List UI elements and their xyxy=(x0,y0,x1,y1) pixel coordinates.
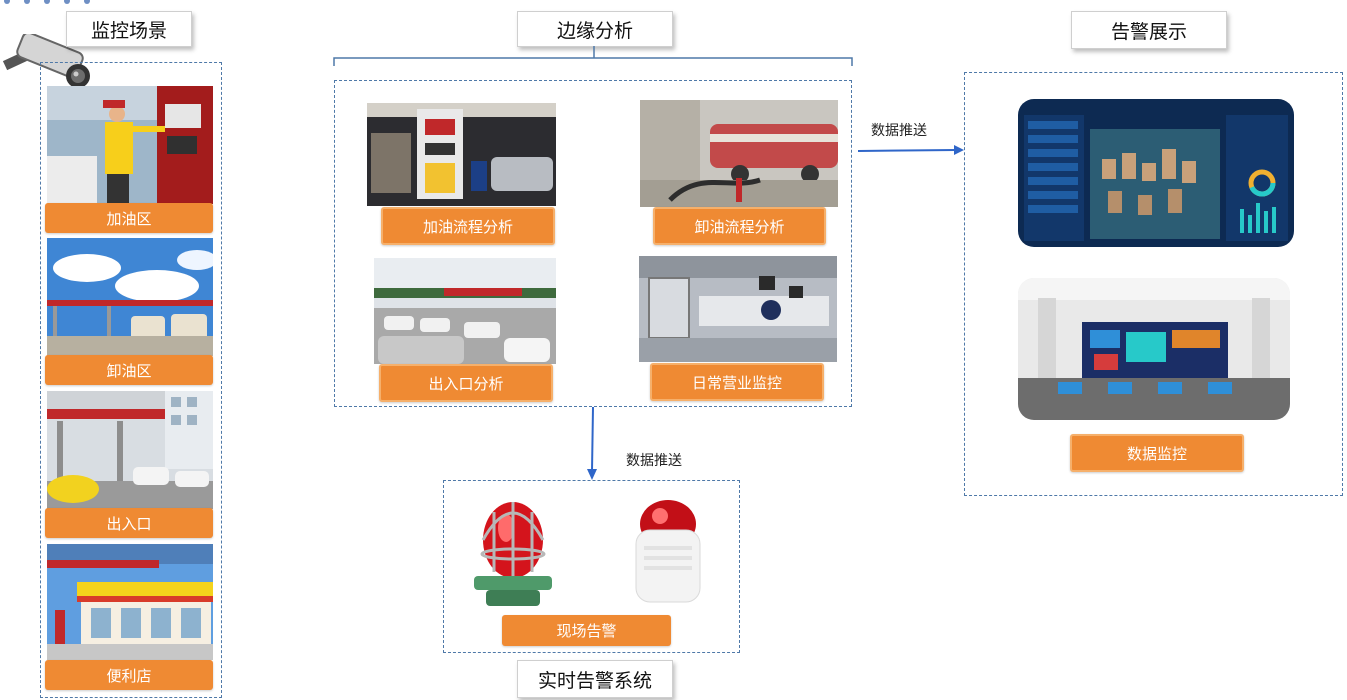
monitor-scene-panel xyxy=(40,62,222,698)
bracket-connector xyxy=(333,46,853,66)
monitor-scene-title: 监控场景 xyxy=(66,11,192,47)
push-caption-down: 数据推送 xyxy=(626,453,682,469)
camera-icon xyxy=(2,34,90,88)
gate-area-photo xyxy=(47,391,213,509)
decor-dot xyxy=(64,0,70,4)
alarm-label: 现场告警 xyxy=(502,615,671,646)
push-caption-right: 数据推送 xyxy=(871,123,927,139)
store-area-photo xyxy=(47,544,213,660)
decor-dot xyxy=(84,0,90,4)
edge-analysis-title: 边缘分析 xyxy=(517,11,673,47)
zone-label-unload: 卸油区 xyxy=(45,355,213,385)
control-room-photo xyxy=(1018,278,1290,420)
realtime-alert-panel xyxy=(443,480,740,653)
decor-dot xyxy=(44,0,50,4)
alarm-siren-icon xyxy=(635,500,701,603)
analysis-label-gate: 出入口分析 xyxy=(379,364,553,402)
gate-analysis-photo xyxy=(374,258,556,364)
alert-display-panel xyxy=(964,72,1343,496)
unload-area-photo xyxy=(47,238,213,356)
decor-dot xyxy=(4,0,10,4)
realtime-alert-title: 实时告警系统 xyxy=(517,660,673,698)
zone-label-gate: 出入口 xyxy=(45,508,213,538)
dashboard-screen xyxy=(1018,99,1294,247)
zone-label-refuel: 加油区 xyxy=(45,203,213,233)
push-arrow-right xyxy=(857,145,964,155)
push-arrow-down xyxy=(587,406,597,480)
unload-analysis-photo xyxy=(640,100,838,207)
edge-analysis-panel xyxy=(334,80,852,407)
analysis-label-refuel: 加油流程分析 xyxy=(381,207,555,245)
decor-dot xyxy=(24,0,30,4)
zone-label-store: 便利店 xyxy=(45,660,213,690)
alarm-beacon-icon xyxy=(474,502,552,606)
analysis-label-unload: 卸油流程分析 xyxy=(653,207,826,245)
refuel-analysis-photo xyxy=(367,103,556,206)
display-label: 数据监控 xyxy=(1070,434,1244,472)
alert-display-title: 告警展示 xyxy=(1071,11,1227,49)
refuel-area-photo xyxy=(47,86,213,204)
daily-monitor-photo xyxy=(639,256,837,362)
analysis-label-daily: 日常营业监控 xyxy=(650,363,824,401)
